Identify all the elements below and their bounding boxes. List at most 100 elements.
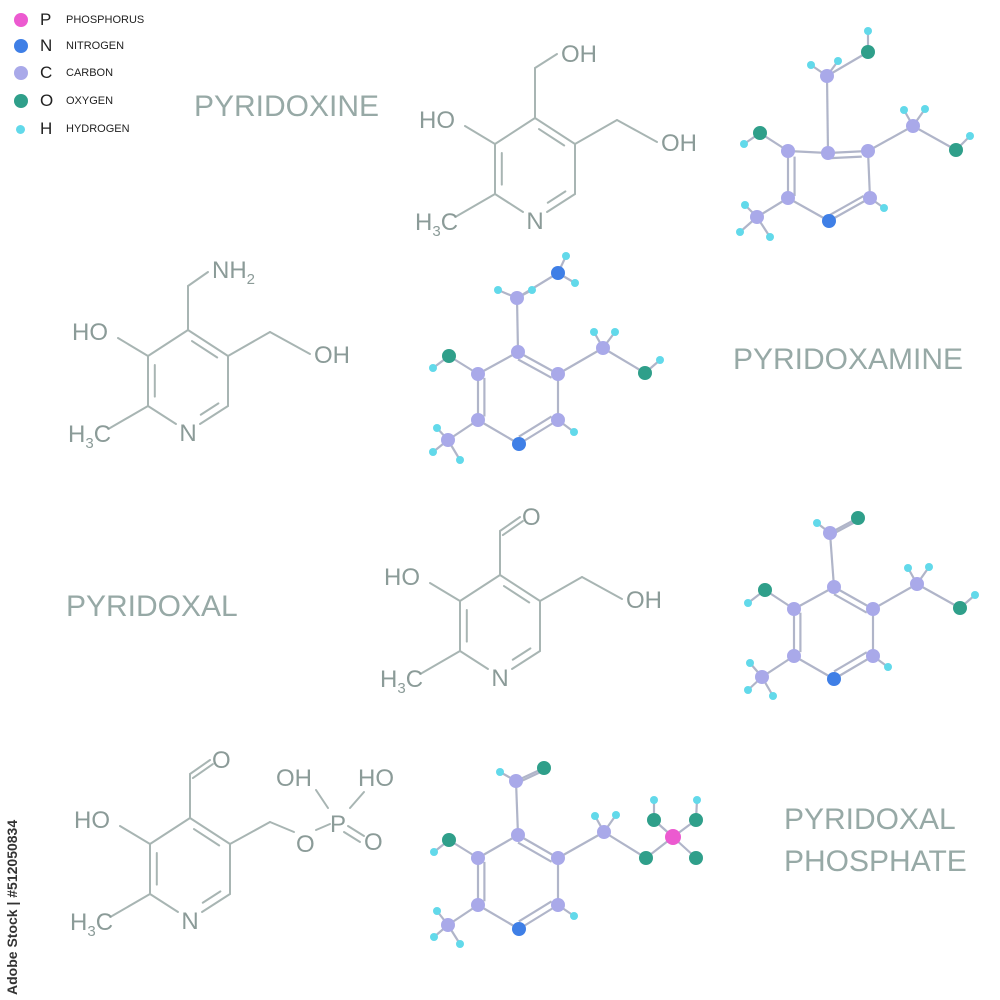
hydrogen-atom bbox=[650, 796, 658, 804]
amine-nh: NH bbox=[212, 257, 247, 284]
model-bond bbox=[872, 583, 918, 610]
methyl-c: C bbox=[441, 209, 458, 236]
legend-name: OXYGEN bbox=[66, 95, 114, 107]
model-bond bbox=[602, 331, 616, 349]
hydrogen-atom bbox=[528, 286, 536, 294]
bond-line bbox=[464, 125, 496, 145]
carbon-atom bbox=[551, 413, 565, 427]
phosphorus-label: P bbox=[330, 811, 346, 838]
hydrogen-atom bbox=[813, 519, 821, 527]
model-bond bbox=[793, 586, 835, 610]
model-bond bbox=[866, 150, 872, 199]
bond-line bbox=[147, 329, 189, 357]
hydroxyl-label: HO bbox=[72, 319, 108, 346]
carbon-atom bbox=[823, 526, 837, 540]
hydrogen-atom bbox=[570, 912, 578, 920]
model-bond bbox=[955, 135, 971, 151]
model-bond bbox=[477, 904, 520, 930]
nitrogen-atom bbox=[822, 214, 836, 228]
bond-line bbox=[581, 576, 623, 600]
hydrogen-atom bbox=[612, 811, 620, 819]
model-bond bbox=[867, 125, 914, 152]
model-bond bbox=[477, 419, 520, 445]
hydrogen-atom bbox=[456, 940, 464, 948]
model-bond bbox=[833, 655, 874, 680]
oxygen-atom bbox=[758, 583, 772, 597]
hydrogen-atom bbox=[430, 933, 438, 941]
model-bond bbox=[557, 347, 604, 375]
title-pyridoxal-phosphate-line1: PYRIDOXAL bbox=[784, 803, 956, 836]
hydrogen-atom bbox=[834, 57, 842, 65]
legend-name: PHOSPHORUS bbox=[66, 14, 145, 26]
model-bond bbox=[497, 288, 518, 300]
legend-row-phosphorus: P PHOSPHORUS bbox=[14, 10, 214, 30]
hydrogen-atom bbox=[880, 204, 888, 212]
carbon-atom bbox=[597, 825, 611, 839]
model-bond bbox=[516, 272, 559, 299]
bond-line bbox=[546, 193, 576, 213]
hydrogen-atom bbox=[864, 27, 872, 35]
model-bond bbox=[793, 655, 835, 680]
model-bond bbox=[747, 589, 766, 604]
model-bond bbox=[477, 351, 519, 375]
oxygen-atom bbox=[442, 349, 456, 363]
hydrogen-atom bbox=[570, 428, 578, 436]
hydrogen-atom bbox=[590, 328, 598, 336]
bond-line bbox=[347, 825, 365, 837]
bond-line bbox=[201, 893, 231, 913]
model-bond bbox=[515, 767, 545, 782]
model-bond bbox=[916, 566, 930, 585]
bond-line bbox=[149, 893, 179, 913]
hydrogen-atom bbox=[611, 328, 619, 336]
carbonyl-oxygen-label: O bbox=[212, 747, 231, 774]
model-bond bbox=[432, 439, 449, 453]
bond-line bbox=[499, 574, 541, 602]
model-bond bbox=[672, 836, 697, 859]
hydrogen-atom bbox=[456, 456, 464, 464]
hydrogen-atom bbox=[769, 692, 777, 700]
double-bond-line bbox=[190, 340, 219, 359]
methyl-label: H3C bbox=[380, 666, 423, 697]
pyridoxine-model bbox=[736, 27, 974, 241]
hydrogen-atom bbox=[494, 286, 502, 294]
oxygen-atom bbox=[537, 761, 551, 775]
bond-line bbox=[227, 331, 271, 357]
model-bond bbox=[826, 60, 839, 77]
hydroxyl-label: HO bbox=[419, 107, 455, 134]
title-pyridoxal-phosphate-line2: PHOSPHATE bbox=[784, 845, 967, 878]
double-bond-line bbox=[501, 520, 524, 537]
methyl-label-text: H3C bbox=[70, 909, 113, 940]
legend-row-oxygen: O OXYGEN bbox=[14, 91, 214, 111]
bond-line bbox=[616, 119, 658, 143]
model-bond bbox=[515, 297, 520, 353]
legend-letter: O bbox=[40, 91, 54, 110]
model-bond bbox=[557, 419, 575, 433]
oxygen-atom bbox=[953, 601, 967, 615]
oxygen-atom bbox=[639, 851, 653, 865]
bond-line bbox=[199, 405, 229, 425]
hydrogen-atom bbox=[900, 106, 908, 114]
model-bond bbox=[477, 834, 519, 859]
carbon-atom bbox=[509, 774, 523, 788]
model-bond bbox=[826, 51, 869, 77]
hydrogen-atom bbox=[429, 448, 437, 456]
bond-line bbox=[539, 576, 583, 602]
methyl-c: C bbox=[96, 909, 113, 936]
hydrogen-atom bbox=[433, 424, 441, 432]
ring-nitrogen-label: N bbox=[491, 665, 508, 692]
carbon-atom bbox=[787, 649, 801, 663]
model-bond bbox=[653, 819, 674, 838]
methyl-label-text: H3C bbox=[68, 421, 111, 452]
methyl-h: H bbox=[70, 909, 87, 936]
hydrogen-atom bbox=[904, 564, 912, 572]
model-bond bbox=[756, 216, 771, 238]
bond-line bbox=[494, 117, 536, 145]
model-bond bbox=[907, 567, 918, 585]
model-bond bbox=[436, 910, 449, 926]
carbon-atom bbox=[511, 828, 525, 842]
stock-credit: Adobe Stock | #512050834 bbox=[4, 819, 20, 995]
model-bond bbox=[825, 75, 830, 154]
hydrogen-atom bbox=[921, 105, 929, 113]
